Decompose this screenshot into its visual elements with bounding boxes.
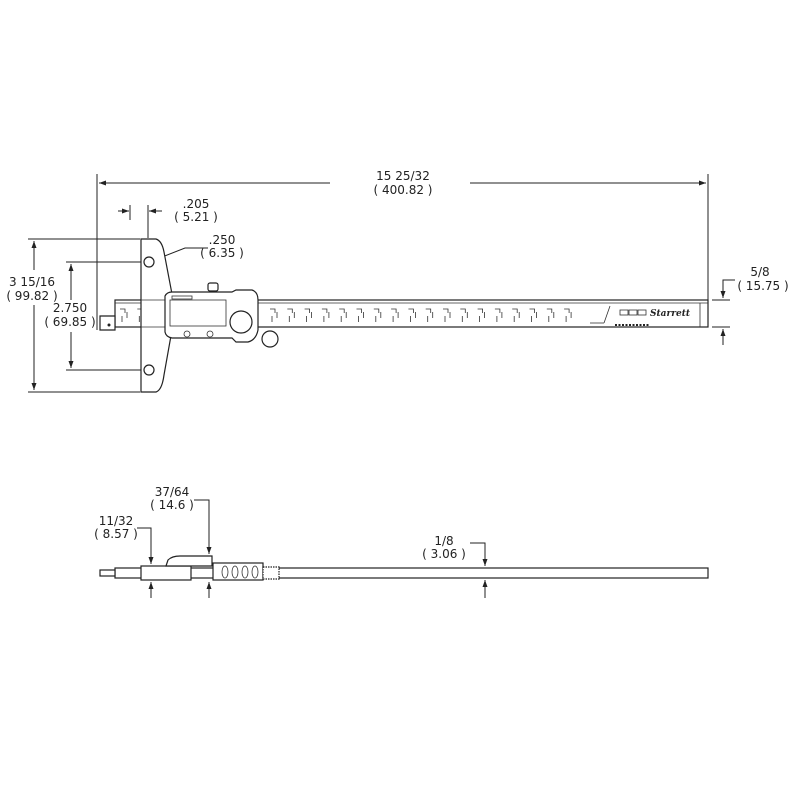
scale-mark bbox=[460, 308, 468, 322]
hole-spacing-metric: ( 69.85 ) bbox=[44, 315, 95, 329]
digital-readout-head bbox=[164, 282, 279, 348]
base-length-imperial: 3 15/16 bbox=[9, 275, 55, 289]
head-thickness-metric: ( 14.6 ) bbox=[150, 498, 194, 512]
blade-offset-imperial: .205 bbox=[183, 197, 210, 211]
base-thickness-metric: ( 8.57 ) bbox=[94, 527, 138, 541]
beam-thickness-metric: ( 3.06 ) bbox=[422, 547, 466, 561]
side-view: 11/32 ( 8.57 ) 37/64 ( 14.6 ) 1/8 ( 3.06… bbox=[94, 485, 709, 598]
beam-width-dimension: 5/8 ( 15.75 ) bbox=[712, 265, 789, 345]
base-length-dimension: 3 15/16 ( 99.82 ) bbox=[6, 238, 140, 393]
brand-logo: Starrett bbox=[615, 309, 691, 326]
scale-mark bbox=[339, 308, 347, 322]
mounting-hole-bottom bbox=[143, 364, 155, 376]
scale-mark bbox=[443, 308, 451, 322]
overall-length-imperial: 15 25/32 bbox=[376, 169, 430, 183]
brand-name: Starrett bbox=[650, 309, 691, 319]
beam-width-metric: ( 15.75 ) bbox=[737, 279, 788, 293]
scale-mark bbox=[425, 308, 434, 322]
fine-adjust-roller bbox=[261, 330, 279, 348]
beam-thickness-dimension: 1/8 ( 3.06 ) bbox=[422, 534, 488, 598]
overall-length-dimension: 15 25/32 ( 400.82 ) bbox=[96, 169, 709, 330]
hole-spacing-dimension: 2.750 ( 69.85 ) bbox=[44, 261, 144, 371]
side-base bbox=[140, 565, 192, 581]
blade-offset-metric: ( 5.21 ) bbox=[174, 210, 218, 224]
scale-mark bbox=[287, 308, 295, 322]
hole-diameter-dimension: .250 ( 6.35 ) bbox=[156, 233, 244, 260]
lcd-display bbox=[169, 299, 227, 327]
hole-spacing-imperial: 2.750 bbox=[53, 301, 87, 315]
lock-screw bbox=[207, 282, 219, 292]
scale-mark bbox=[356, 308, 364, 322]
base-thickness-dimension: 11/32 ( 8.57 ) bbox=[94, 514, 154, 598]
scale-mark bbox=[546, 308, 555, 322]
thumb-wheel bbox=[229, 310, 253, 334]
head-thickness-imperial: 37/64 bbox=[155, 485, 190, 499]
hole-diameter-imperial: .250 bbox=[209, 233, 236, 247]
scale-mark bbox=[304, 308, 312, 322]
scale-mark bbox=[564, 308, 572, 322]
scale-mark bbox=[391, 308, 399, 322]
front-view: 15 25/32 ( 400.82 ) .205 ( 5.21 ) .250 (… bbox=[6, 169, 789, 393]
side-beam bbox=[114, 567, 709, 579]
scale-mark bbox=[408, 308, 416, 322]
scale-mark bbox=[321, 308, 330, 322]
scale-mark bbox=[512, 308, 520, 322]
base-thickness-imperial: 11/32 bbox=[99, 514, 134, 528]
head-thickness-dimension: 37/64 ( 14.6 ) bbox=[150, 485, 212, 598]
overall-length-metric: ( 400.82 ) bbox=[374, 183, 433, 197]
beam-scale-markings bbox=[120, 308, 572, 322]
base-length-metric: ( 99.82 ) bbox=[6, 289, 57, 303]
mounting-hole-top bbox=[143, 256, 155, 268]
scale-mark bbox=[529, 308, 537, 322]
blade-offset-dimension: .205 ( 5.21 ) bbox=[118, 197, 218, 238]
scale-mark bbox=[373, 308, 382, 322]
scale-mark bbox=[477, 308, 485, 322]
scale-mark bbox=[120, 308, 128, 322]
scale-mark bbox=[270, 308, 278, 322]
beam-width-imperial: 5/8 bbox=[750, 265, 769, 279]
beam-thickness-imperial: 1/8 bbox=[434, 534, 453, 548]
hole-diameter-metric: ( 6.35 ) bbox=[200, 246, 244, 260]
scale-mark bbox=[494, 308, 503, 322]
